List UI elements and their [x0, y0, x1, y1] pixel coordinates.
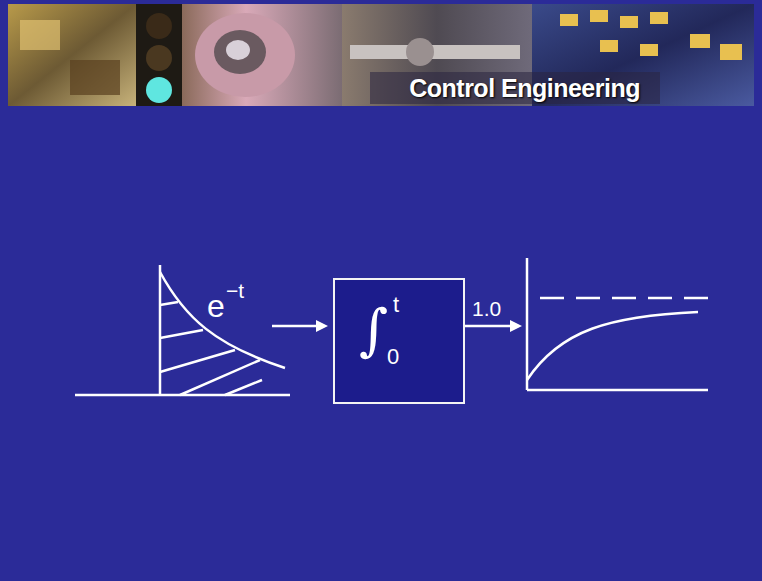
- banner-title: Control Engineering: [409, 76, 640, 101]
- response-graph: [527, 258, 708, 390]
- integral-sign: ∫: [359, 302, 388, 358]
- upper-limit: t: [393, 294, 399, 316]
- lower-limit: 0: [387, 346, 399, 368]
- level-value: 1.0: [472, 298, 501, 319]
- exponential-graph: [75, 265, 290, 395]
- input-arrow: [272, 320, 328, 332]
- output-arrow: [465, 320, 522, 332]
- function-name: e: [207, 290, 225, 322]
- exponent: −t: [226, 280, 244, 301]
- photo-banner: [8, 4, 754, 106]
- integrator-box: ∫t 0: [333, 278, 465, 404]
